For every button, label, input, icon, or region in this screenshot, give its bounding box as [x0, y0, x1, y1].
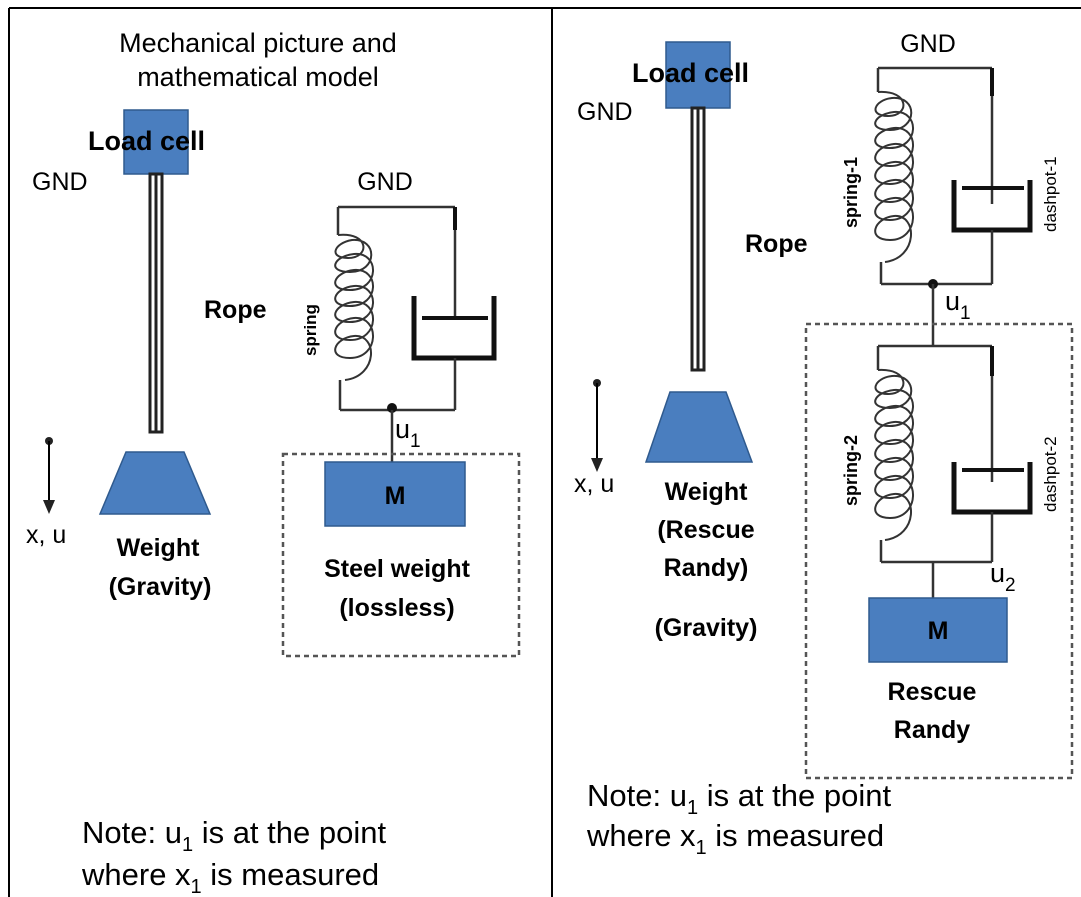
left-rope-label: Rope	[204, 296, 267, 324]
load-cell-block	[123, 109, 189, 175]
load-cell-label: Load cell	[88, 126, 205, 156]
right-rescue-label: (Rescue	[657, 516, 754, 544]
rescue-randy-label-2: Randy	[894, 716, 971, 744]
spring1-label: spring-1	[841, 157, 861, 228]
u1-node	[387, 403, 397, 413]
right-load-cell-block	[665, 41, 731, 109]
gnd-left-label: GND	[32, 168, 88, 196]
right-gnd-left-label: GND	[577, 98, 633, 126]
spring2-label: spring-2	[841, 435, 861, 506]
right-weight-label: Weight	[665, 478, 749, 506]
right-weight-trapezoid	[644, 391, 754, 463]
right-mass-block	[868, 597, 1008, 663]
right-load-cell-label: Load cell	[632, 58, 749, 88]
u1-label: u1	[395, 414, 421, 452]
mass-block	[324, 461, 466, 527]
steel-weight-label: Steel weight	[324, 555, 471, 583]
left-note-line2: where x1 is measured	[81, 857, 379, 897]
rescue-randy-boundary	[804, 322, 1074, 780]
rescue-randy-label-1: Rescue	[888, 678, 977, 706]
spring1-coil	[874, 90, 914, 263]
right-randy-label: Randy)	[664, 554, 749, 582]
right-note-line2: where x1 is measured	[586, 818, 884, 859]
left-title-line2: mathematical model	[137, 62, 379, 92]
u2-label: u2	[990, 558, 1016, 596]
dashpot2-label: dashpot-2	[1041, 436, 1060, 512]
spring-label: spring	[301, 304, 320, 356]
right-mass-label: M	[928, 617, 949, 645]
right-u1-label: u1	[945, 286, 971, 324]
right-xu-label: x, u	[574, 470, 614, 498]
right-xu-arrow-head	[591, 458, 603, 472]
weight-label: Weight	[117, 534, 201, 562]
lossless-label: (lossless)	[339, 594, 454, 622]
gravity-label: (Gravity)	[109, 573, 212, 601]
right-note-line1: Note: u1 is at the point	[587, 778, 891, 819]
spring-coil	[334, 233, 374, 381]
left-note-line1: Note: u1 is at the point	[82, 815, 386, 856]
xu-label: x, u	[26, 521, 66, 549]
steel-weight-boundary	[281, 452, 521, 658]
right-rope-label: Rope	[745, 230, 808, 258]
xu-arrow-head	[43, 500, 55, 514]
left-title-line1: Mechanical picture and	[119, 28, 397, 58]
gnd-top-label: GND	[900, 30, 956, 58]
right-panel: GND Load cell GND x, u Weight (Rescue Ra…	[574, 30, 1074, 859]
spring2-coil	[874, 368, 914, 541]
left-panel: Mechanical picture and mathematical mode…	[26, 28, 521, 897]
gnd-model-label: GND	[357, 168, 413, 196]
weight-trapezoid	[98, 451, 212, 515]
dashpot1-label: dashpot-1	[1041, 156, 1060, 232]
right-gravity-label: (Gravity)	[655, 614, 758, 642]
mass-label: M	[385, 482, 406, 510]
